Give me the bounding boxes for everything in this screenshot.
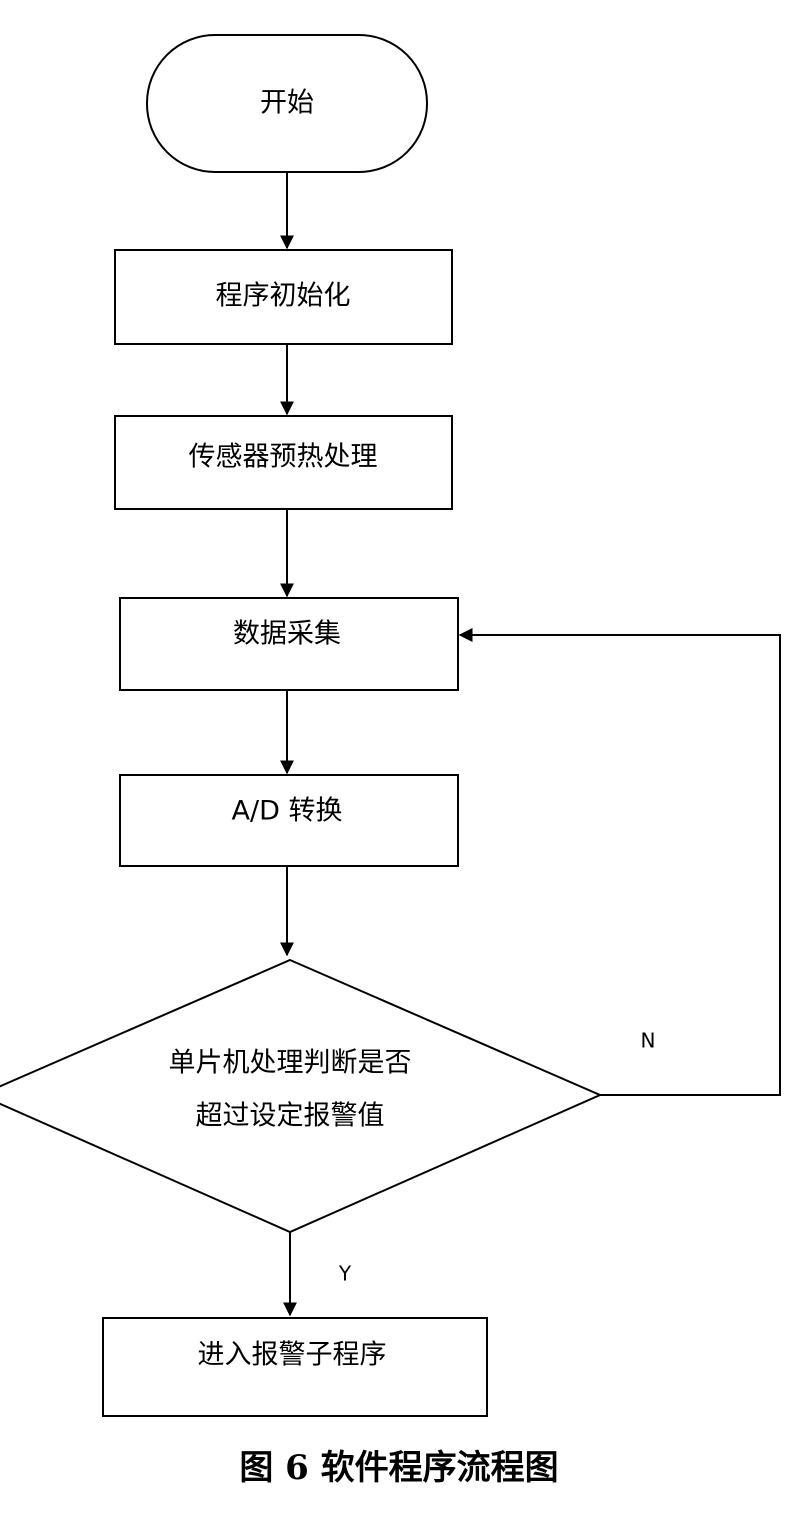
- flowchart: 开始 程序初始化 传感器预热处理 数据采集 A/D 转换 单片机处理判断是否 超…: [0, 34, 781, 1417]
- start-label: 开始: [260, 88, 314, 119]
- alarm-label: 进入报警子程序: [198, 1340, 387, 1371]
- alarm-box: [102, 1317, 488, 1417]
- no-label: N: [641, 1029, 656, 1053]
- decision-diamond: [0, 958, 603, 1234]
- decision-label-line2: 超过设定报警值: [196, 1101, 385, 1132]
- preheat-label: 传感器预热处理: [189, 442, 378, 473]
- decision-label-line1: 单片机处理判断是否: [169, 1048, 412, 1079]
- figure-caption: 图 6 软件程序流程图: [239, 1448, 559, 1488]
- arrow-no-loop: [458, 628, 781, 1096]
- init-box: [114, 249, 453, 345]
- preheat-box: [114, 415, 453, 510]
- adc-label: A/D 转换: [232, 796, 343, 827]
- adc-box: [119, 774, 459, 867]
- collect-box: [119, 597, 459, 691]
- collect-label: 数据采集: [233, 619, 341, 650]
- yes-label: Y: [338, 1262, 352, 1286]
- init-label: 程序初始化: [216, 281, 351, 312]
